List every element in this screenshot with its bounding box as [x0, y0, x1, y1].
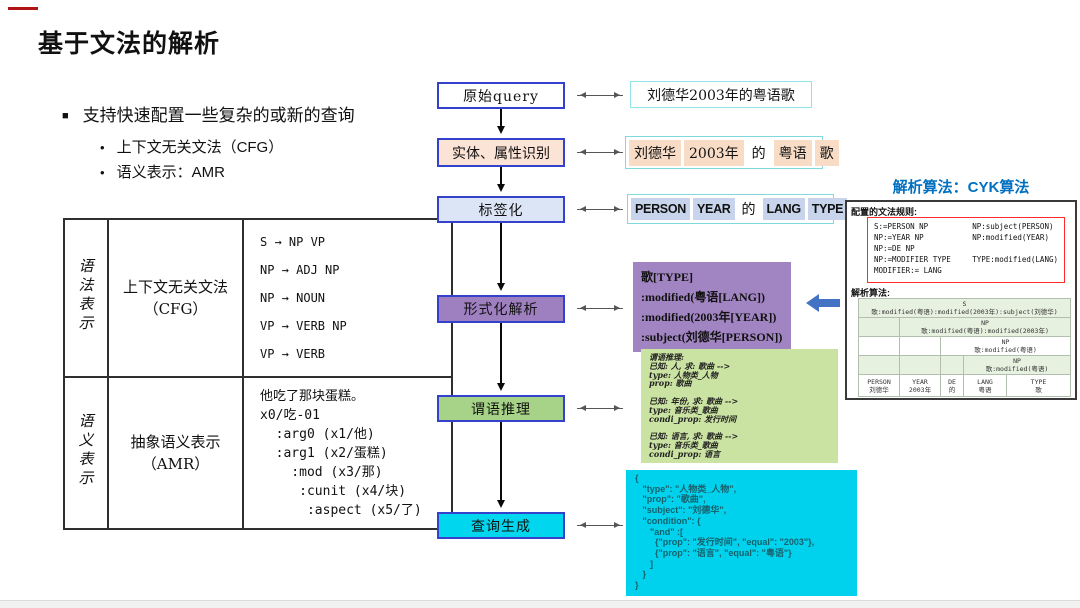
- bullet-sub-amr: • 语义表示：AMR: [100, 161, 225, 182]
- category-vertical-text: 语法表示: [76, 257, 95, 334]
- cyk-cell-empty: [858, 336, 900, 356]
- down-arrow-icon: [497, 223, 505, 291]
- cyk-chart-row: NP 歌:modified(粤语):modified(2003年): [858, 317, 1071, 337]
- cyk-cell-np: NP 歌:modified(粤语):modified(2003年): [899, 317, 1071, 337]
- bullet-sub-cfg: • 上下文无关文法（CFG）: [100, 136, 283, 157]
- bullet-dot-icon: •: [100, 165, 105, 180]
- grammar-table: 语法表示 上下文无关文法 （CFG） S → NP VP NP → ADJ NP…: [63, 218, 453, 530]
- cyk-chart-row: NP 歌:modified(粤语): [858, 336, 1071, 356]
- label-token: TYPE: [807, 198, 848, 220]
- entity-token: 的: [746, 139, 771, 166]
- double-arrow-icon: [577, 305, 623, 311]
- entity-token: 粤语: [773, 139, 812, 166]
- row-category-cell: 语法表示: [63, 218, 109, 378]
- row-category-cell: 语义表示: [63, 376, 109, 530]
- double-arrow-icon: [577, 206, 623, 212]
- query-json-box: { "type": "人物类_人物", "prop": "歌曲", "subje…: [626, 470, 857, 596]
- raw-query-example: 刘德华2003年的粤语歌: [630, 81, 812, 108]
- arrow-bar: [818, 299, 840, 307]
- cyk-terminal-de: DE 的: [940, 374, 964, 397]
- red-dash: [8, 7, 38, 10]
- label-token-box: PERSON YEAR 的 LANG TYPE: [627, 194, 848, 224]
- label-token: PERSON: [631, 198, 690, 220]
- down-arrow-icon: [497, 167, 505, 192]
- cyk-terminal-type: TYPE 歌: [1006, 374, 1071, 397]
- method-name: 抽象语义表示: [130, 433, 221, 451]
- cyk-rules-label: 配置的文法规则:: [851, 207, 917, 217]
- row-example-cell: 他吃了那块蛋糕。 x0/吃-01 :arg0 (x1/他) :arg1 (x2/…: [242, 376, 453, 530]
- flow-step-query-generation: 查询生成: [437, 512, 565, 539]
- cyk-cell-s: S 歌:modified(粤语):modified(2003年):subject…: [858, 298, 1071, 318]
- flow-step-labeling: 标签化: [437, 196, 565, 223]
- cyk-rules-left: S:=PERSON NP NP:=YEAR NP NP:=DE NP NP:=M…: [874, 222, 951, 275]
- cyk-cell-empty: [899, 355, 941, 375]
- bullet-sub-amr-text: 语义表示：AMR: [116, 164, 225, 181]
- cyk-chart-row: NP 歌:modified(粤语): [858, 355, 1071, 375]
- row-example-cell: S → NP VP NP → ADJ NP NP → NOUN VP → VER…: [242, 218, 453, 378]
- down-arrow-icon: [497, 109, 505, 134]
- entity-token: 刘德华: [629, 139, 681, 166]
- amr-example: 他吃了那块蛋糕。 x0/吃-01 :arg0 (x1/他) :arg1 (x2/…: [260, 388, 422, 518]
- bullet-square-icon: ■: [62, 110, 69, 122]
- cyk-cell-np: NP 歌:modified(粤语): [963, 355, 1071, 375]
- cyk-cell-empty: [940, 355, 964, 375]
- table-row: 语义表示 抽象语义表示 （AMR） 他吃了那块蛋糕。 x0/吃-01 :arg0…: [63, 376, 453, 530]
- cfg-rules: S → NP VP NP → ADJ NP NP → NOUN VP → VER…: [260, 235, 347, 361]
- label-token: LANG: [762, 198, 805, 220]
- cyk-rule-box: S:=PERSON NP NP:=YEAR NP NP:=DE NP NP:=M…: [867, 217, 1065, 283]
- down-arrow-icon: [497, 422, 505, 508]
- label-token: 的: [737, 195, 760, 223]
- formal-parse-box: 歌[TYPE] :modified(粤语[LANG]) :modified(20…: [633, 262, 791, 352]
- entity-token: 歌: [814, 139, 839, 166]
- double-arrow-icon: [577, 405, 623, 411]
- flow-step-predicate-inference: 谓语推理: [437, 395, 565, 422]
- cyk-algo-label: 解析算法:: [851, 288, 890, 298]
- row-method-cell: 上下文无关文法 （CFG）: [107, 218, 244, 378]
- category-vertical-text: 语义表示: [76, 412, 95, 489]
- row-method-cell: 抽象语义表示 （AMR）: [107, 376, 244, 530]
- table-row: 语法表示 上下文无关文法 （CFG） S → NP VP NP → ADJ NP…: [63, 218, 453, 378]
- method-abbr: （CFG）: [143, 300, 208, 318]
- bullet-dot-icon: •: [100, 140, 105, 155]
- double-arrow-icon: [577, 92, 623, 98]
- entity-token: 2003年: [684, 139, 744, 166]
- double-arrow-icon: [577, 149, 623, 155]
- left-arrow-icon: [806, 294, 840, 312]
- flow-step-raw-query: 原始query: [437, 82, 565, 109]
- predicate-inference-box: 谓语推理: 已知: 人, 求: 歌曲 --> type: 人物类_人物 prop…: [641, 349, 838, 463]
- cyk-terminal-year: YEAR 2003年: [899, 374, 941, 397]
- bottom-bar: [0, 600, 1080, 608]
- entity-token-box: 刘德华 2003年 的 粤语 歌: [625, 136, 839, 169]
- cyk-cell-empty: [858, 317, 900, 337]
- cyk-terminal-lang: LANG 粤语: [963, 374, 1007, 397]
- bullet-sub-cfg-text: 上下文无关文法（CFG）: [116, 139, 284, 156]
- cyk-chart-row: S 歌:modified(粤语):modified(2003年):subject…: [858, 298, 1071, 318]
- page-title: 基于文法的解析: [38, 30, 221, 58]
- method-abbr: （AMR）: [141, 455, 210, 473]
- flow-step-formal-parsing: 形式化解析: [437, 295, 565, 323]
- flow-step-entity-recognition: 实体、属性识别: [437, 138, 565, 167]
- cyk-rules-right: NP:subject(PERSON) NP:modified(YEAR) TYP…: [972, 222, 1058, 264]
- bullet-main: ■ 支持快速配置一些复杂的或新的查询: [62, 101, 355, 126]
- cyk-panel: 配置的文法规则: S:=PERSON NP NP:=YEAR NP NP:=DE…: [845, 200, 1077, 400]
- double-arrow-icon: [577, 522, 623, 528]
- cyk-panel-title: 解析算法：CYK算法: [892, 179, 1030, 196]
- cyk-cell-empty: [899, 336, 941, 356]
- cyk-chart-terminal-row: PERSON 刘德华 YEAR 2003年 DE 的 LANG 粤语 TYPE …: [858, 374, 1071, 397]
- label-token: YEAR: [693, 198, 735, 220]
- cyk-cell-empty: [858, 355, 900, 375]
- method-name: 上下文无关文法: [122, 278, 228, 296]
- cyk-terminal-person: PERSON 刘德华: [858, 374, 900, 397]
- bullet-main-text: 支持快速配置一些复杂的或新的查询: [82, 106, 355, 125]
- down-arrow-icon: [497, 323, 505, 391]
- cyk-chart-table: S 歌:modified(粤语):modified(2003年):subject…: [858, 298, 1071, 397]
- cyk-cell-np: NP 歌:modified(粤语): [940, 336, 1071, 356]
- arrow-head: [806, 294, 819, 312]
